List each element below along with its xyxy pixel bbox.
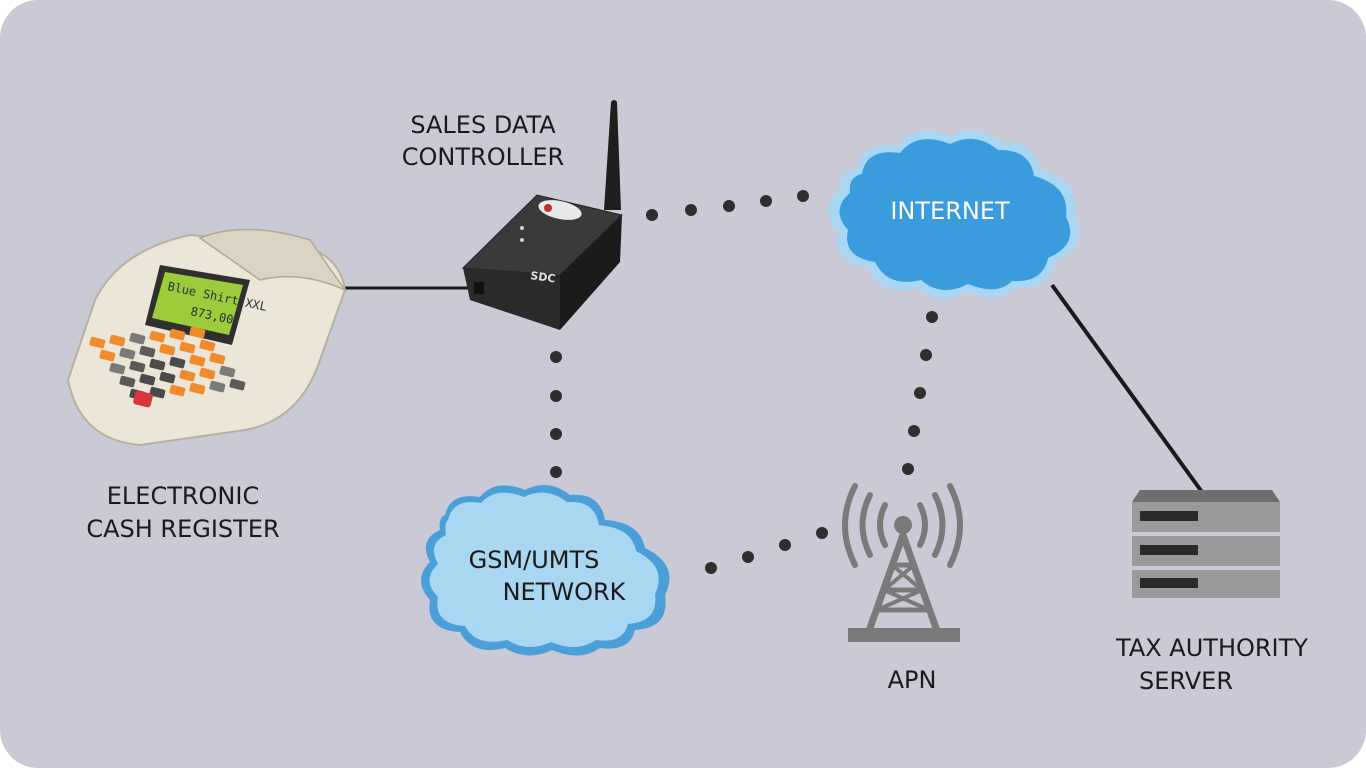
dotted-link-gsm-to-apn <box>705 527 828 574</box>
server-icon <box>1132 490 1280 598</box>
internet-label: INTERNET <box>890 197 1010 225</box>
dotted-link-sdc-to-gsm <box>550 351 562 478</box>
sdc-label-line2: CONTROLLER <box>402 143 564 171</box>
dotted-link-apn-to-internet <box>902 311 938 475</box>
register-label-line1: ELECTRONIC <box>107 482 259 510</box>
sdc-device-icon: SDC <box>461 100 624 330</box>
register-label-line2: CASH REGISTER <box>86 515 279 543</box>
server-label-line1: TAX AUTHORITY <box>1115 634 1308 662</box>
server-label-line2: SERVER <box>1139 667 1233 695</box>
gsm-label-line2: NETWORK <box>503 578 627 606</box>
dotted-link-sdc-to-internet <box>646 190 809 221</box>
apn-label: APN <box>888 666 937 694</box>
sdc-device-text: SDC <box>530 269 557 285</box>
apn-tower-icon <box>842 483 963 642</box>
cash-register-icon: Blue Shirt XXL 873,00 <box>66 228 348 447</box>
gsm-cloud-icon <box>421 485 670 656</box>
internet-cloud-icon <box>828 130 1080 300</box>
link-internet-to-server <box>1050 283 1204 494</box>
gsm-label-line1: GSM/UMTS <box>469 546 600 574</box>
sdc-label-line1: SALES DATA <box>410 111 556 139</box>
